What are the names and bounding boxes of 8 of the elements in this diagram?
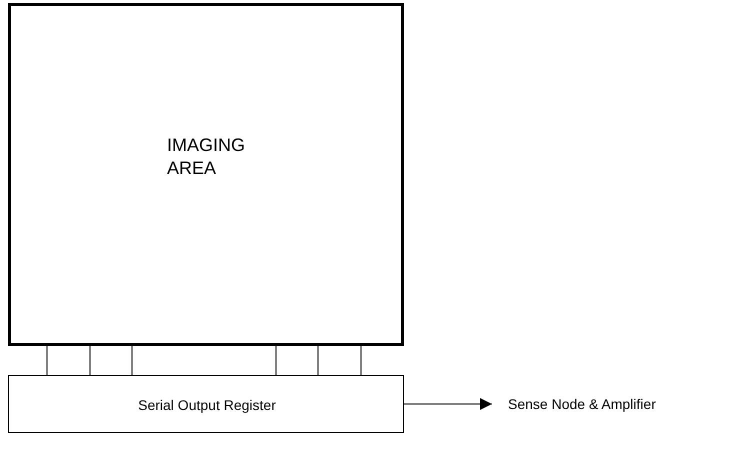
box-label: Serial Output Register <box>137 396 277 414</box>
box-label: IMAGING AREA <box>167 134 246 180</box>
imaging-area-box <box>8 3 404 346</box>
arrow <box>404 398 492 410</box>
connector-line <box>46 346 48 376</box>
connector-line <box>360 346 362 376</box>
output-label: Sense Node & Amplifier <box>508 396 656 412</box>
register-box <box>8 375 404 433</box>
